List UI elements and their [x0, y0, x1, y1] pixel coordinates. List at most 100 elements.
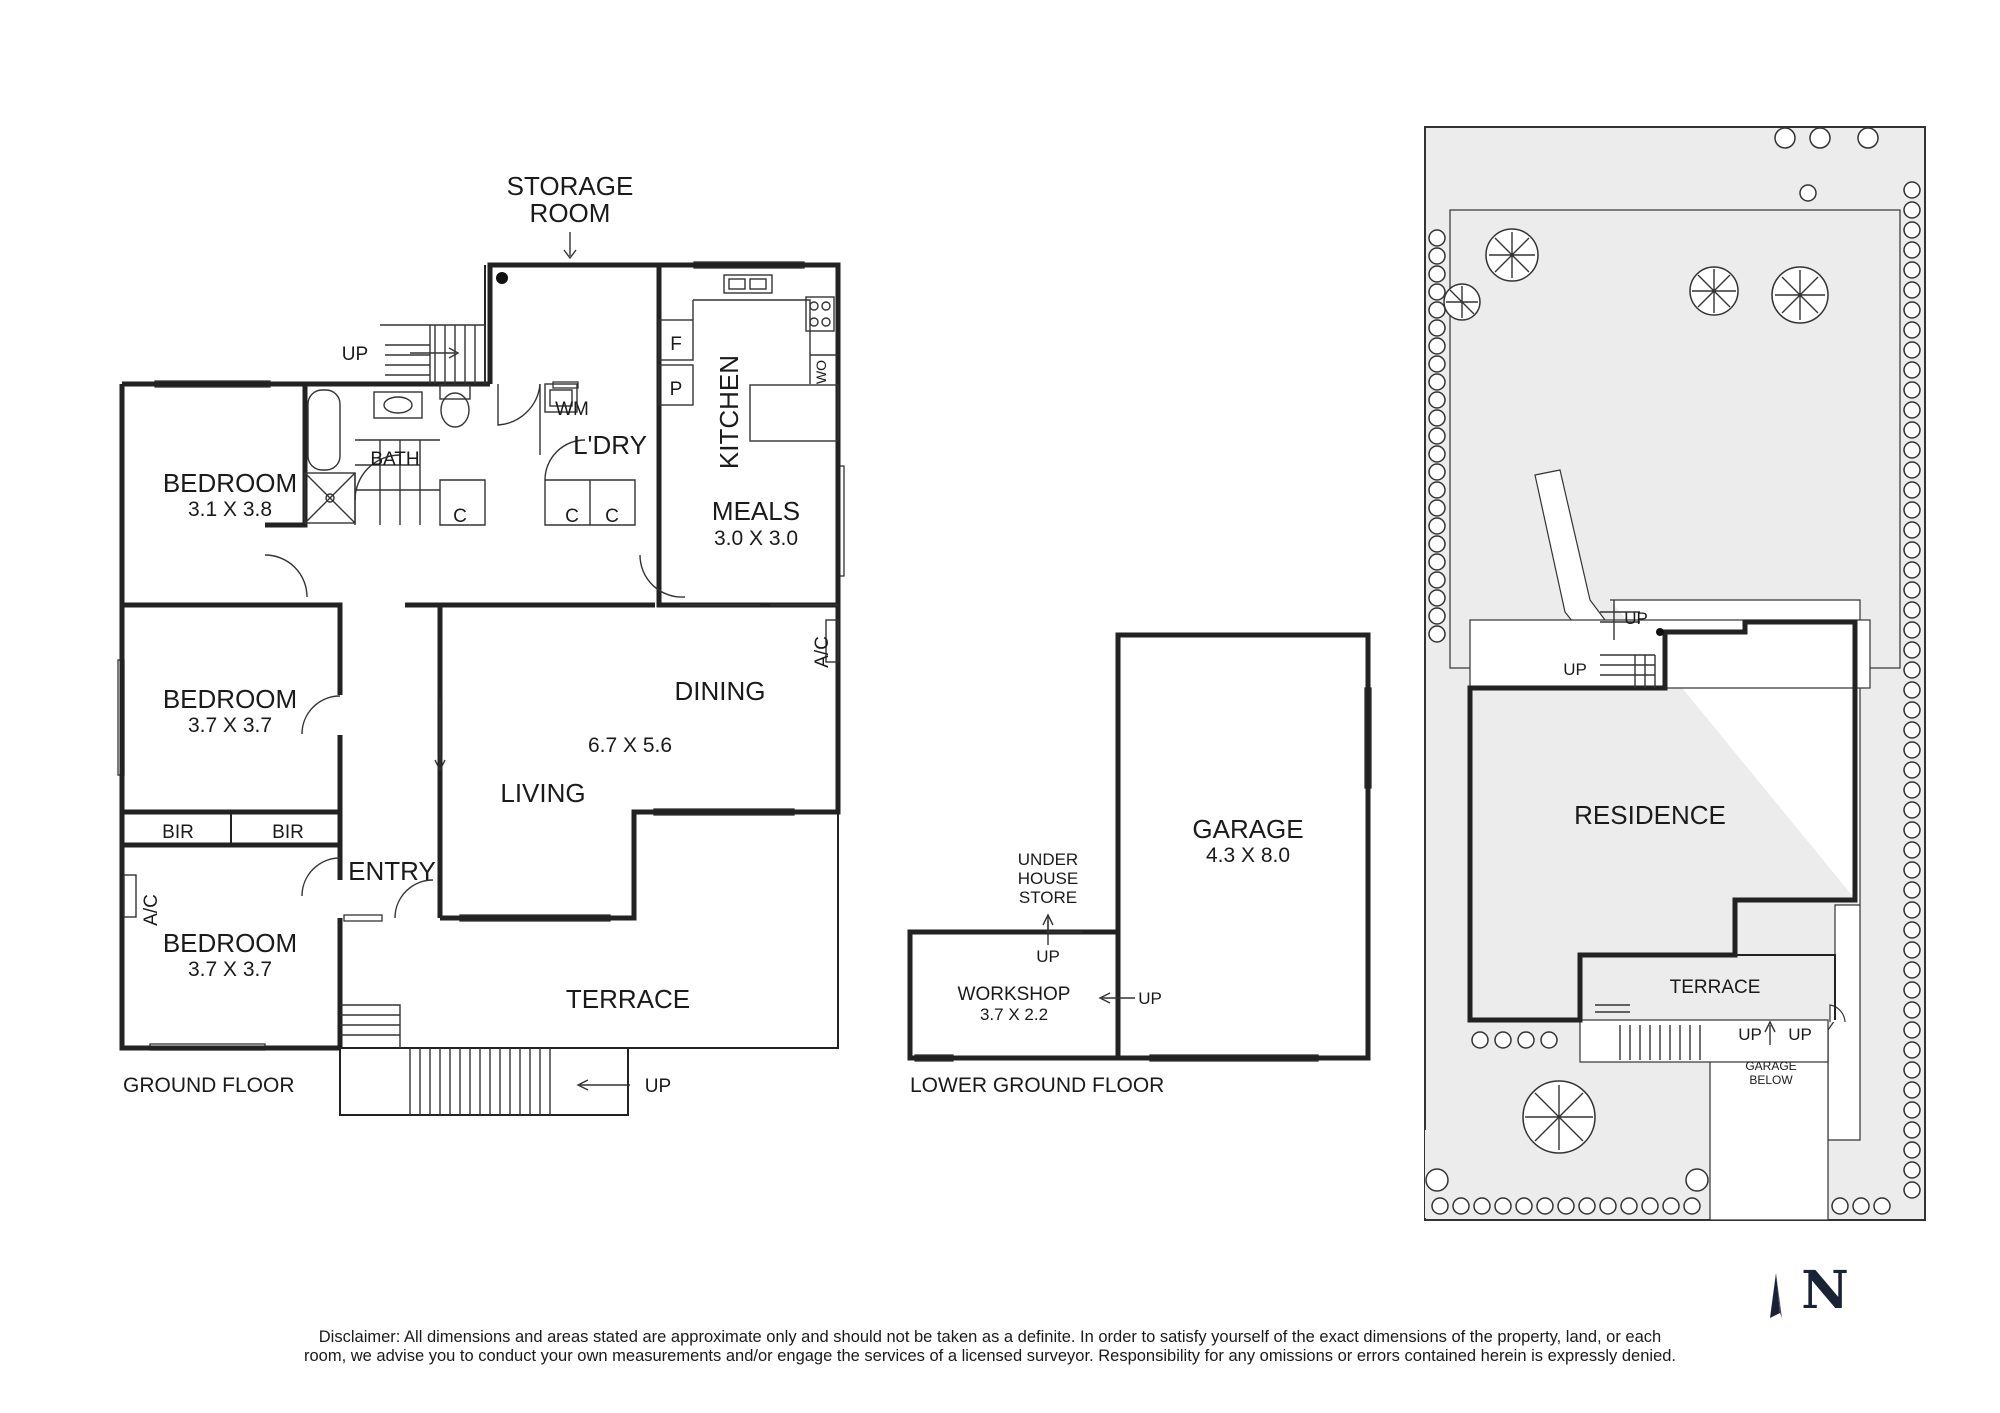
- shrub-icon: [1903, 1081, 1921, 1099]
- shrub-icon: [1903, 1141, 1921, 1159]
- shrub-icon: [1903, 861, 1921, 879]
- shrub-icon: [1903, 641, 1921, 659]
- workshop-up-label: UP: [1138, 989, 1162, 1008]
- under-house-store-label-1: UNDER: [1018, 850, 1078, 869]
- shrub-icon: [1494, 1031, 1512, 1049]
- shrub-icon: [1428, 499, 1446, 517]
- shrub-icon: [1428, 481, 1446, 499]
- shrub-icon: [1540, 1031, 1558, 1049]
- shrub-icon: [1903, 661, 1921, 679]
- ac-label-bedroom: A/C: [141, 894, 162, 926]
- shrub-icon: [1903, 681, 1921, 699]
- shrub-icon: [1903, 1021, 1921, 1039]
- shrub-icon: [1428, 427, 1446, 445]
- bedroom-1-label: BEDROOM: [163, 468, 297, 498]
- shrub-icon: [1903, 461, 1921, 479]
- shrub-icon: [1903, 261, 1921, 279]
- shrub-icon: [1903, 721, 1921, 739]
- shrub-icon: [1903, 541, 1921, 559]
- shrub-icon: [1473, 1197, 1491, 1215]
- terrace-up-label: UP: [645, 1076, 671, 1097]
- under-house-store-label-2: HOUSE: [1018, 869, 1078, 888]
- shrub-icon: [1831, 1197, 1849, 1215]
- shrub-icon: [1903, 1121, 1921, 1139]
- shrub-icon: [1903, 581, 1921, 599]
- shrub-icon: [1857, 127, 1879, 149]
- shrub-icon: [1903, 561, 1921, 579]
- terrace-steps: [409, 1048, 630, 1115]
- shrub-icon: [1515, 1197, 1533, 1215]
- shrub-icon: [1903, 941, 1921, 959]
- shrub-icon: [1903, 1161, 1921, 1179]
- shrub-icon: [1903, 981, 1921, 999]
- shrub-icon: [1903, 761, 1921, 779]
- bath-label: BATH: [370, 449, 419, 470]
- residence-label: RESIDENCE: [1574, 800, 1726, 830]
- shrub-icon: [1428, 535, 1446, 553]
- shrub-icon: [1903, 881, 1921, 899]
- shrub-icon: [1903, 1041, 1921, 1059]
- shrub-icon: [1428, 553, 1446, 571]
- shrub-icon: [1683, 1197, 1701, 1215]
- shrub-icon: [1903, 381, 1921, 399]
- shrub-icon: [1536, 1197, 1554, 1215]
- shrub-icon: [1685, 1168, 1709, 1192]
- shrub-icon: [1471, 1031, 1489, 1049]
- bir-label-1: BIR: [162, 822, 194, 843]
- shrub-icon: [1903, 281, 1921, 299]
- bir-label-2: BIR: [272, 822, 304, 843]
- shrub-icon: [1903, 841, 1921, 859]
- shrub-icon: [1903, 1061, 1921, 1079]
- shrub-icon: [1599, 1197, 1617, 1215]
- lower-ground-floor-plan: UNDER HOUSE STORE UP WORKSHOP 3.7 X 2.2 …: [907, 632, 1372, 1097]
- shrub-icon: [1557, 1197, 1575, 1215]
- shrub-icon: [1903, 701, 1921, 719]
- shrub-icon: [1903, 361, 1921, 379]
- shrub-icon: [1799, 184, 1817, 202]
- shrub-icon: [1578, 1197, 1596, 1215]
- shrub-icon: [1428, 247, 1446, 265]
- storage-room-label: STORAGE: [507, 171, 634, 201]
- wm-label: WM: [555, 399, 589, 420]
- stair-up-label: UP: [342, 344, 368, 365]
- shrub-icon: [1903, 1001, 1921, 1019]
- shrub-icon: [1428, 445, 1446, 463]
- bedroom-2-size: 3.7 X 3.7: [188, 714, 272, 737]
- shrub-icon: [1903, 341, 1921, 359]
- shrub-icon: [1903, 741, 1921, 759]
- shrub-icon: [1428, 607, 1446, 625]
- store-up-label: UP: [1036, 947, 1060, 966]
- shrub-icon: [1903, 401, 1921, 419]
- living-label: LIVING: [500, 778, 585, 808]
- ground-floor-plan: STORAGE ROOM UP BATH WM L'DRY C C C F P …: [117, 171, 845, 1116]
- bedroom-3-label: BEDROOM: [163, 928, 297, 958]
- bedroom-2-label: BEDROOM: [163, 684, 297, 714]
- shrub-icon: [1903, 1181, 1921, 1199]
- shrub-icon: [1903, 501, 1921, 519]
- shrub-icon: [1428, 337, 1446, 355]
- shrub-icon: [1428, 319, 1446, 337]
- shrub-icon: [1903, 781, 1921, 799]
- entry-label: ENTRY: [348, 856, 436, 886]
- shrub-icon: [1903, 921, 1921, 939]
- site-plan: RESIDENCE TERRACE UP UP UP UP GARAGE BEL…: [1424, 126, 1926, 1221]
- shrub-icon: [1903, 521, 1921, 539]
- shrub-icon: [1873, 1197, 1891, 1215]
- shrub-icon: [1428, 625, 1446, 643]
- shrub-icon: [1903, 421, 1921, 439]
- shrub-icon: [1428, 517, 1446, 535]
- shrub-icon: [1428, 373, 1446, 391]
- bedroom-1-size: 3.1 X 3.8: [188, 498, 272, 521]
- shrub-icon: [1452, 1197, 1470, 1215]
- under-house-store-label-3: STORE: [1019, 888, 1077, 907]
- garage-label: GARAGE: [1192, 814, 1303, 844]
- bedroom-3-size: 3.7 X 3.7: [188, 958, 272, 981]
- wall-oven-label: WO: [813, 360, 829, 384]
- north-label: N: [1801, 1260, 1849, 1321]
- dining-label: DINING: [675, 676, 766, 706]
- site-terrace-label: TERRACE: [1670, 977, 1761, 998]
- shrub-icon: [1903, 301, 1921, 319]
- cupboard-label-bath: C: [453, 506, 467, 527]
- ac-label-dining: A/C: [812, 636, 833, 668]
